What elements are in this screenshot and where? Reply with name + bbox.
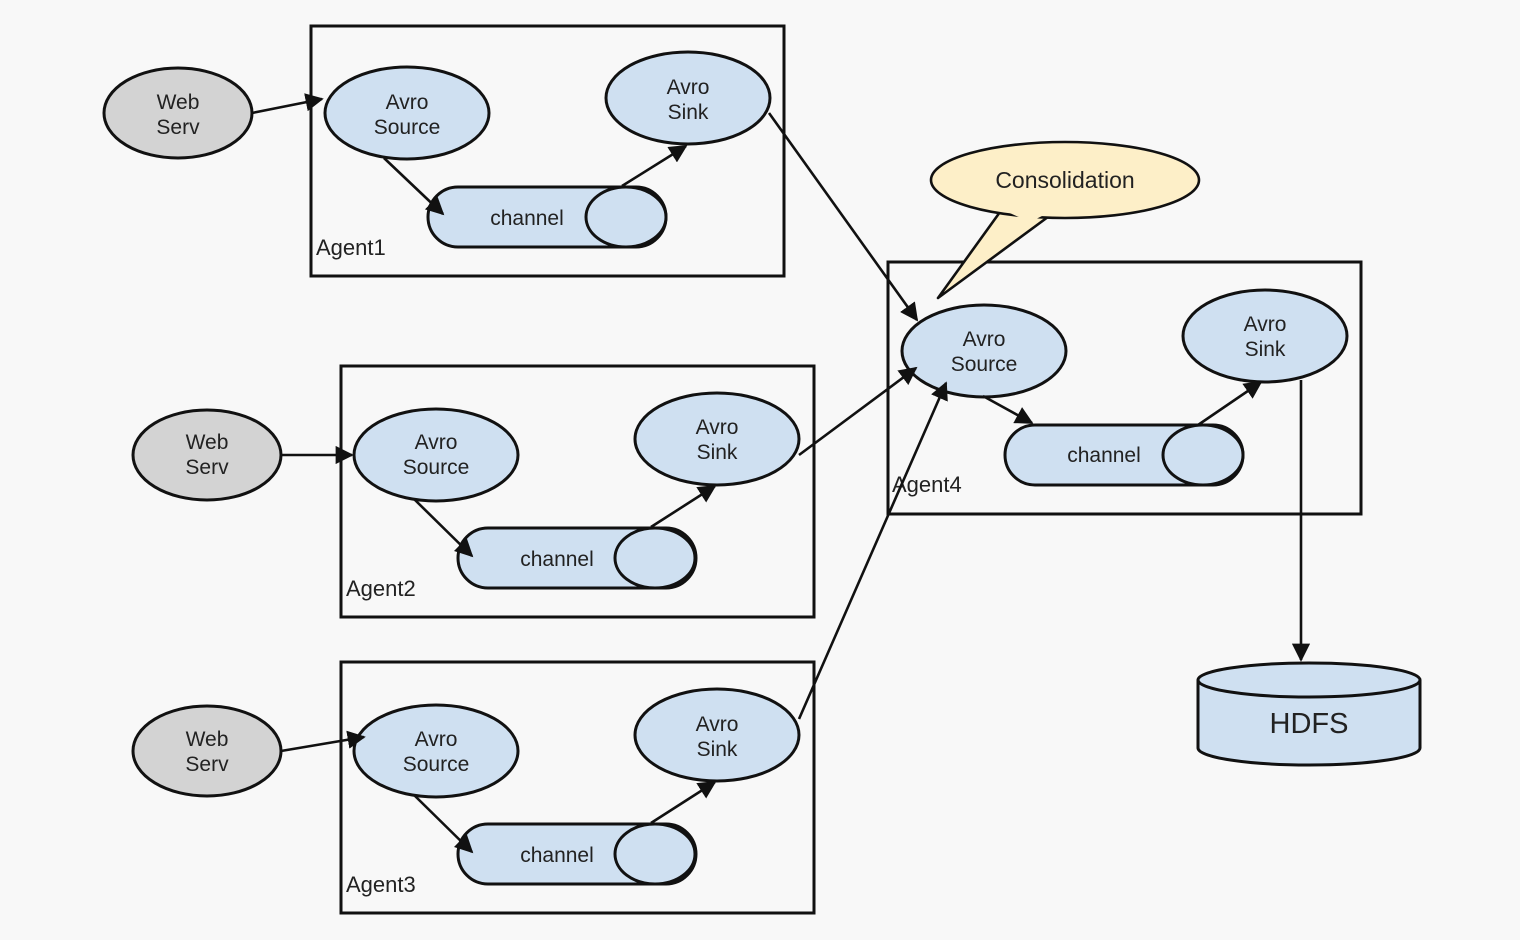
- web-server-label-line2: Serv: [185, 456, 229, 479]
- agent2-box: [339, 364, 816, 619]
- source-label-line1: Avro: [963, 328, 1006, 351]
- hdfs-label: HDFS: [1270, 708, 1349, 740]
- agent3-box: [339, 660, 816, 915]
- edge-web-to-source: [251, 93, 324, 115]
- consolidation-callout: Consolidation: [929, 140, 1201, 300]
- hdfs-storage: HDFS: [1196, 661, 1422, 767]
- agent2-avro-sink: Avro Sink: [633, 391, 801, 487]
- agent2-label: Agent2: [346, 576, 416, 601]
- agent3-label: Agent3: [346, 872, 416, 897]
- channel-label: channel: [520, 548, 594, 571]
- sink-label-line1: Avro: [696, 713, 739, 736]
- edge-source-to-channel: [413, 498, 474, 558]
- agent4-channel: channel: [1003, 423, 1245, 487]
- edge-source-to-channel: [413, 794, 474, 854]
- edge-channel-to-sink: [1197, 380, 1263, 427]
- agent1-box: [309, 24, 786, 278]
- source-label-line1: Avro: [386, 91, 429, 114]
- agent2-web-server: Web Serv: [131, 408, 283, 502]
- agent1-avro-source: Avro Source: [323, 65, 491, 161]
- agent3-avro-sink: Avro Sink: [633, 687, 801, 783]
- sink-label-line2: Sink: [697, 441, 738, 464]
- web-server-label-line2: Serv: [156, 116, 200, 139]
- agent1-group: Agent1 Web Serv Avro Source Avro Sink ch…: [102, 24, 786, 278]
- agent1-label: Agent1: [316, 235, 386, 260]
- agent1-web-server: Web Serv: [102, 66, 254, 160]
- sink-label-line1: Avro: [667, 76, 710, 99]
- agent1-channel: channel: [426, 185, 668, 249]
- sink-label-line2: Sink: [1245, 338, 1286, 361]
- sink-label-line2: Sink: [668, 101, 709, 124]
- channel-label: channel: [490, 207, 564, 230]
- edge-channel-to-sink: [650, 484, 717, 529]
- sink-label-line2: Sink: [697, 738, 738, 761]
- edge-channel-to-sink: [621, 144, 688, 188]
- agent2-channel: channel: [456, 526, 698, 590]
- callout-text: Consolidation: [995, 167, 1134, 193]
- agent4-group: Agent4 Avro Source Avro Sink channel: [886, 260, 1363, 516]
- agent3-channel: channel: [456, 822, 698, 886]
- callout-bubble: [929, 140, 1201, 220]
- edge-agent2-sink-to-agent4-source: [798, 366, 918, 457]
- source-label-line1: Avro: [415, 728, 458, 751]
- web-server-label-line1: Web: [186, 431, 229, 454]
- agent4-label: Agent4: [892, 472, 962, 497]
- sink-label-line1: Avro: [696, 416, 739, 439]
- edge-channel-to-sink: [650, 780, 717, 825]
- channel-label: channel: [520, 844, 594, 867]
- agent1-avro-sink: Avro Sink: [604, 50, 772, 146]
- agent3-web-server: Web Serv: [131, 704, 283, 798]
- agent2-group: Agent2 Web Serv Avro Source Avro Sink ch…: [131, 364, 816, 619]
- source-label-line2: Source: [951, 353, 1018, 376]
- source-label-line1: Avro: [415, 431, 458, 454]
- agent2-avro-source: Avro Source: [352, 407, 520, 503]
- hdfs-cylinder-body: [1196, 680, 1422, 767]
- edge-web-to-source: [280, 730, 366, 753]
- source-label-line2: Source: [403, 456, 470, 479]
- edge-source-to-channel: [383, 157, 445, 216]
- callout-tail: [936, 210, 1054, 300]
- edge-source-to-channel: [982, 394, 1034, 425]
- agent3-group: Agent3 Web Serv Avro Source Avro Sink ch…: [131, 660, 816, 915]
- hdfs-cylinder-top: [1196, 661, 1422, 699]
- agent3-avro-source: Avro Source: [352, 703, 520, 799]
- source-label-line2: Source: [374, 116, 441, 139]
- web-server-label-line1: Web: [157, 91, 200, 114]
- web-server-label-line2: Serv: [185, 753, 229, 776]
- sink-label-line1: Avro: [1244, 313, 1287, 336]
- source-label-line2: Source: [403, 753, 470, 776]
- agent4-avro-sink: Avro Sink: [1181, 288, 1349, 384]
- channel-label: channel: [1067, 444, 1141, 467]
- web-server-label-line1: Web: [186, 728, 229, 751]
- edge-agent3-sink-to-agent4-source: [797, 381, 948, 720]
- agent4-avro-source: Avro Source: [900, 303, 1068, 399]
- edge-agent1-sink-to-agent4-source: [767, 112, 919, 322]
